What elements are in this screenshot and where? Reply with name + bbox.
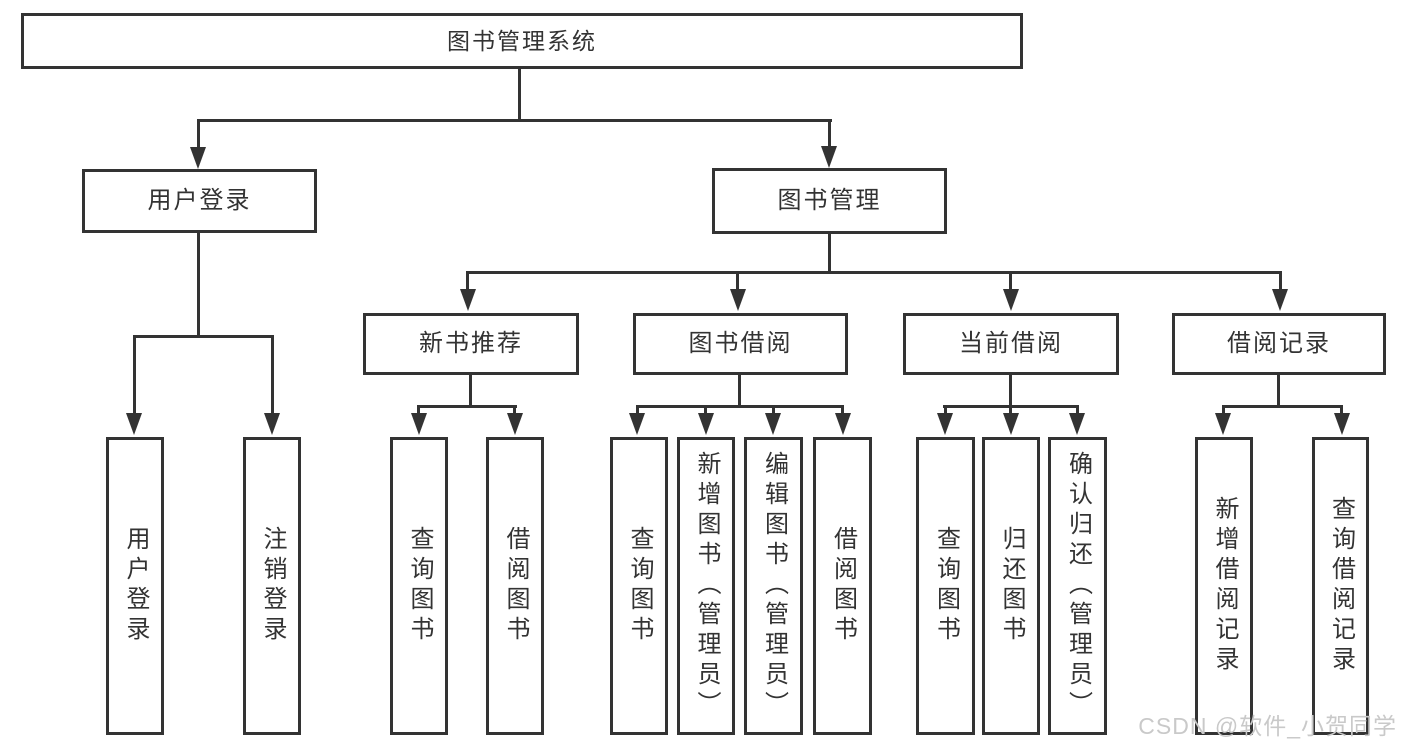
- node-user-login-label: 用户登录: [147, 187, 252, 214]
- arrowhead-icon: [1215, 413, 1231, 435]
- arrowhead-icon: [698, 413, 714, 435]
- arrowhead-icon: [765, 413, 781, 435]
- connector-line: [1009, 375, 1012, 408]
- leaf-current-query: 查询图书: [916, 437, 975, 735]
- leaf-records-query: 查询借阅记录: [1312, 437, 1369, 735]
- arrowhead-icon: [126, 413, 142, 435]
- arrowhead-icon: [411, 413, 427, 435]
- arrowhead-icon: [507, 413, 523, 435]
- leaf-newbooks-borrow: 借阅图书: [486, 437, 544, 735]
- connector-line: [841, 405, 844, 417]
- leaf-logout: 注销登录: [243, 437, 301, 735]
- connector-line: [636, 405, 639, 417]
- connector-line: [197, 233, 200, 337]
- connector-line: [417, 405, 420, 417]
- leaf-borrow-edit-admin-label: 编辑图书（管理员）: [760, 451, 788, 721]
- connector-line: [133, 335, 274, 338]
- leaf-borrow-query: 查询图书: [610, 437, 668, 735]
- connector-line: [1279, 271, 1282, 291]
- leaf-borrow-add-admin: 新增图书（管理员）: [677, 437, 735, 735]
- leaf-borrow-edit-admin: 编辑图书（管理员）: [744, 437, 803, 735]
- leaf-borrow-query-label: 查询图书: [626, 526, 653, 646]
- leaf-records-add: 新增借阅记录: [1195, 437, 1253, 735]
- connector-line: [1076, 405, 1079, 417]
- connector-line: [197, 119, 832, 122]
- connector-line: [828, 119, 831, 147]
- leaf-newbooks-query: 查询图书: [390, 437, 448, 735]
- connector-line: [513, 405, 516, 417]
- leaf-records-add-label: 新增借阅记录: [1211, 496, 1238, 676]
- connector-line: [1009, 405, 1012, 417]
- node-current-borrow-label: 当前借阅: [959, 330, 1063, 357]
- connector-line: [418, 405, 517, 408]
- node-book-borrow: 图书借阅: [633, 313, 848, 375]
- node-root-label: 图书管理系统: [447, 27, 597, 54]
- node-book-management-label: 图书管理: [777, 187, 882, 214]
- connector-line: [467, 271, 1282, 274]
- arrowhead-icon: [1003, 413, 1019, 435]
- arrowhead-icon: [730, 289, 746, 311]
- leaf-records-query-label: 查询借阅记录: [1327, 496, 1355, 676]
- connector-line: [1340, 405, 1343, 417]
- connector-line: [197, 119, 200, 149]
- node-root: 图书管理系统: [21, 13, 1023, 69]
- connector-line: [736, 271, 739, 291]
- arrowhead-icon: [264, 413, 280, 435]
- node-borrow-records-label: 借阅记录: [1227, 330, 1331, 357]
- leaf-user-login: 用户登录: [106, 437, 164, 735]
- node-borrow-records: 借阅记录: [1172, 313, 1386, 375]
- arrowhead-icon: [937, 413, 953, 435]
- leaf-borrow-add-admin-label: 新增图书（管理员）: [693, 451, 720, 721]
- arrowhead-icon: [190, 147, 206, 169]
- leaf-current-return-label: 归还图书: [998, 526, 1025, 646]
- arrowhead-icon: [1272, 289, 1288, 311]
- connector-line: [469, 375, 472, 408]
- arrowhead-icon: [1069, 413, 1085, 435]
- connector-line: [944, 405, 947, 417]
- leaf-current-return: 归还图书: [982, 437, 1040, 735]
- arrowhead-icon: [629, 413, 645, 435]
- leaf-newbooks-borrow-label: 借阅图书: [502, 526, 529, 646]
- connector-line: [828, 234, 831, 273]
- leaf-logout-label: 注销登录: [259, 526, 286, 646]
- connector-line: [704, 405, 707, 417]
- arrowhead-icon: [821, 146, 837, 168]
- leaf-user-login-label: 用户登录: [122, 526, 149, 646]
- arrowhead-icon: [835, 413, 851, 435]
- connector-line: [518, 69, 521, 121]
- node-current-borrow: 当前借阅: [903, 313, 1119, 375]
- leaf-current-confirm-admin: 确认归还（管理员）: [1048, 437, 1107, 735]
- node-user-login: 用户登录: [82, 169, 317, 233]
- leaf-borrow-borrow: 借阅图书: [813, 437, 872, 735]
- node-new-book-recommend: 新书推荐: [363, 313, 579, 375]
- connector-line: [1009, 271, 1012, 291]
- connector-line: [1277, 375, 1280, 408]
- connector-line: [738, 375, 741, 408]
- node-book-borrow-label: 图书借阅: [688, 330, 793, 357]
- csdn-watermark: CSDN @软件_小贺同学: [1138, 713, 1397, 739]
- arrowhead-icon: [460, 289, 476, 311]
- connector-line: [133, 335, 136, 415]
- leaf-borrow-borrow-label: 借阅图书: [829, 526, 857, 646]
- leaf-newbooks-query-label: 查询图书: [406, 526, 433, 646]
- connector-line: [1222, 405, 1343, 408]
- node-new-book-recommend-label: 新书推荐: [419, 330, 523, 357]
- connector-line: [772, 405, 775, 417]
- node-book-management: 图书管理: [712, 168, 947, 234]
- connector-line: [271, 335, 274, 415]
- leaf-current-confirm-admin-label: 确认归还（管理员）: [1064, 451, 1092, 721]
- arrowhead-icon: [1003, 289, 1019, 311]
- arrowhead-icon: [1334, 413, 1350, 435]
- leaf-current-query-label: 查询图书: [932, 526, 960, 646]
- connector-line: [1222, 405, 1225, 417]
- connector-line: [636, 405, 844, 408]
- connector-line: [466, 271, 469, 291]
